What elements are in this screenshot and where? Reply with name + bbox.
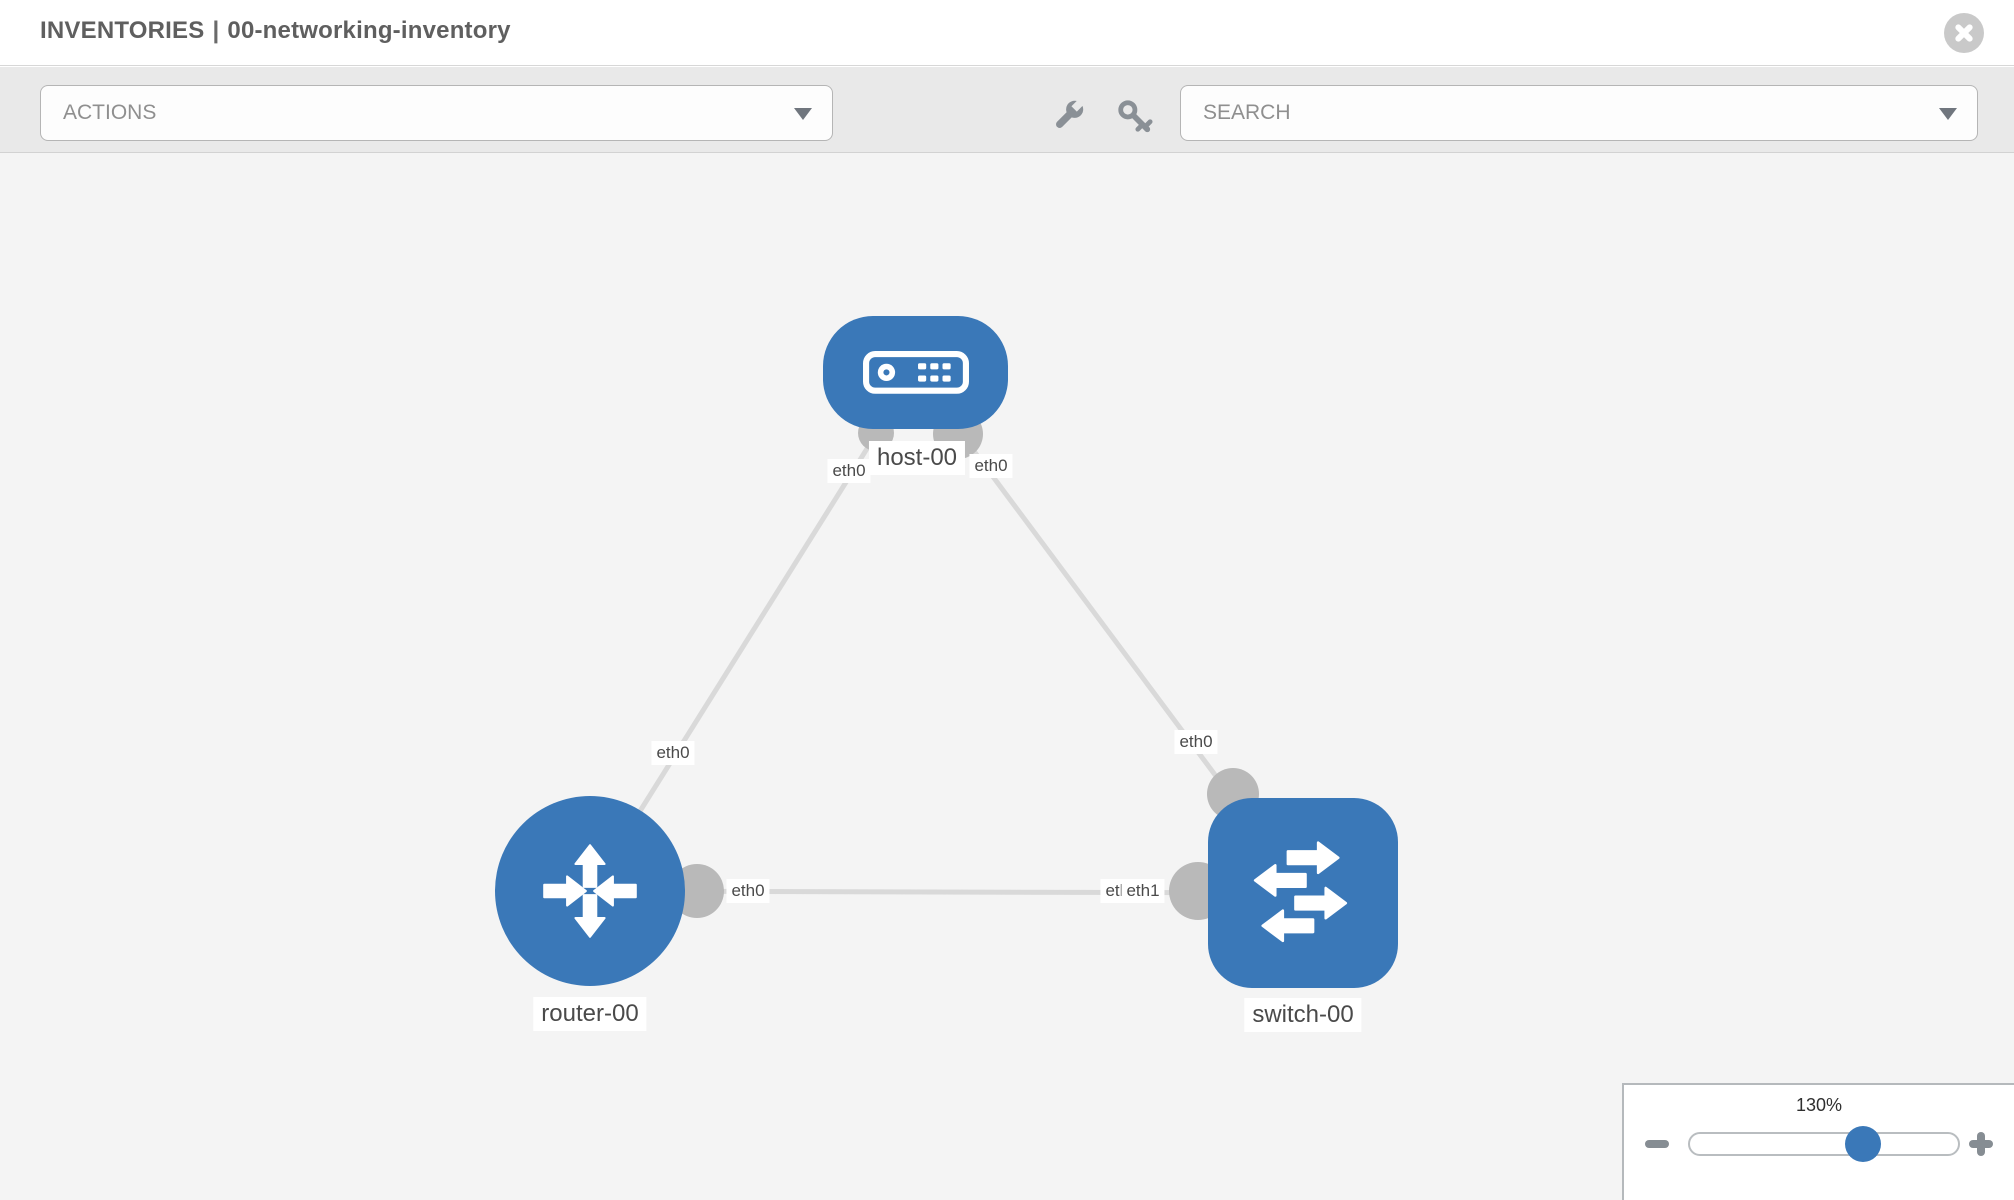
inventory-name: 00-networking-inventory (227, 17, 511, 44)
if-label-switch-to-router-over: eth1 (1121, 879, 1165, 903)
wrench-icon[interactable] (1049, 97, 1087, 135)
title-separator: | (212, 17, 220, 44)
chevron-down-icon (1939, 108, 1957, 120)
zoom-out-button[interactable] (1636, 1123, 1678, 1165)
zoom-widget: 130% (1622, 1083, 2014, 1200)
actions-dropdown[interactable]: ACTIONS (40, 85, 833, 141)
node-switch-00[interactable] (1208, 798, 1398, 988)
if-label-host-to-router: eth0 (827, 459, 871, 483)
link-host-router[interactable] (587, 370, 918, 893)
page-title: INVENTORIES | 00-networking-inventory (40, 17, 519, 45)
if-label-router-to-switch: eth0 (726, 879, 770, 903)
zoom-slider-handle[interactable] (1845, 1126, 1881, 1162)
close-button[interactable] (1944, 13, 1984, 53)
actions-dropdown-label: ACTIONS (63, 101, 157, 124)
if-label-router-to-host: eth0 (651, 741, 695, 765)
topology-canvas[interactable]: host-00 router-00 switch-00 eth0 eth0 et… (0, 153, 2014, 1200)
node-router-00[interactable] (495, 796, 685, 986)
key-icon[interactable] (1115, 97, 1153, 135)
switch-icon (1253, 841, 1348, 943)
zoom-level: 130% (1795, 1095, 1843, 1115)
router-icon (543, 844, 637, 938)
search-dropdown[interactable]: SEARCH (1180, 85, 1978, 141)
topology-links-layer (587, 370, 1306, 920)
breadcrumb[interactable]: INVENTORIES (40, 17, 205, 44)
node-host-00[interactable] (823, 316, 1008, 429)
node-label-switch: switch-00 (1244, 998, 1362, 1032)
if-label-switch-to-host: eth0 (1174, 730, 1218, 754)
zoom-slider-track[interactable] (1688, 1132, 1960, 1156)
zoom-in-button[interactable] (1960, 1123, 2002, 1165)
if-label-host-to-switch: eth0 (969, 454, 1013, 478)
node-label-host: host-00 (868, 441, 966, 475)
header-bar: INVENTORIES | 00-networking-inventory (0, 0, 2014, 66)
toolbar: ACTIONS SEARCH (0, 67, 2014, 153)
chevron-down-icon (794, 108, 812, 120)
host-icon (862, 351, 969, 394)
search-dropdown-label: SEARCH (1203, 101, 1291, 124)
minus-icon (1645, 1140, 1669, 1148)
node-label-router: router-00 (533, 997, 647, 1031)
